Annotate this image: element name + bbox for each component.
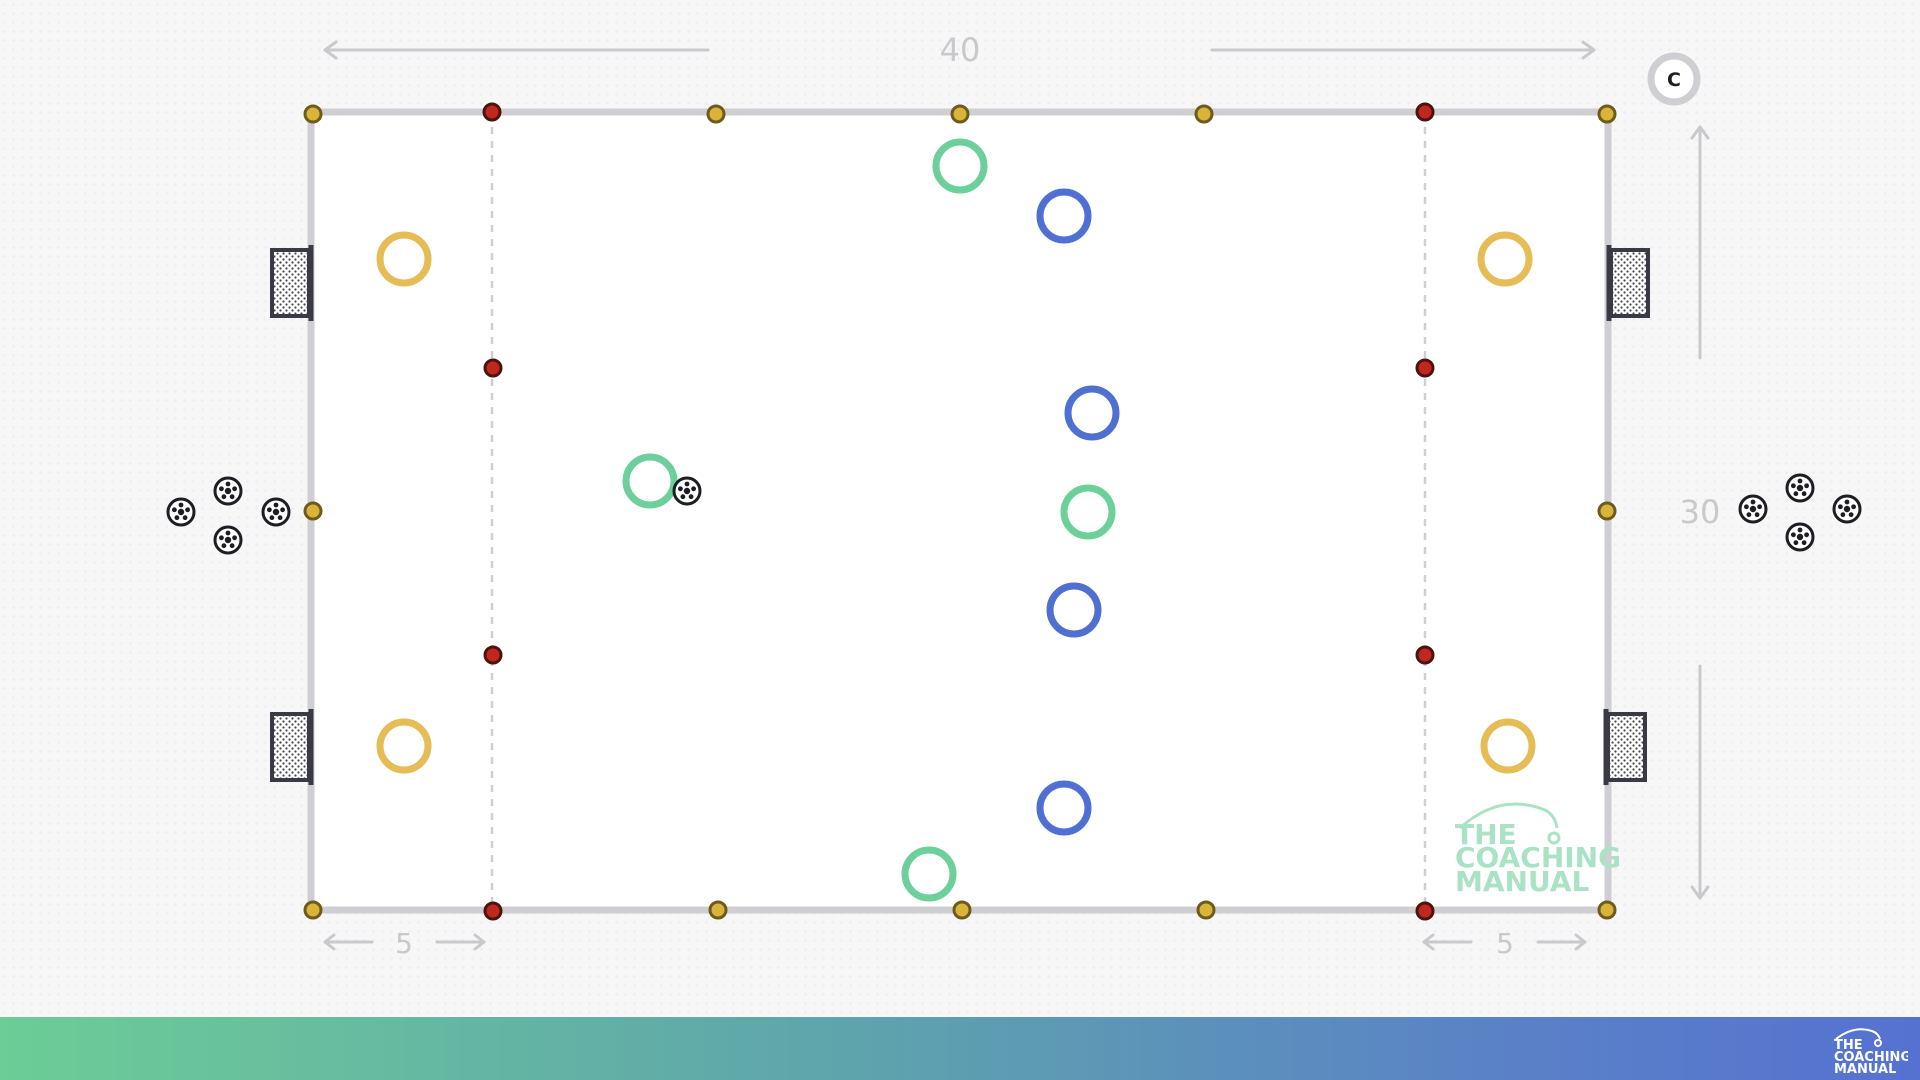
logo-line1: THE: [1834, 1038, 1863, 1053]
left-zone-label: 5: [395, 927, 413, 960]
watermark-line2: COACHING: [1455, 841, 1621, 874]
ball-icon: [672, 476, 702, 506]
cone-icon: [303, 104, 1617, 920]
pitch-area: [312, 112, 1608, 910]
ball-icon: [261, 497, 291, 527]
length-dimension: [323, 40, 1596, 60]
ball-icon: [1785, 522, 1815, 552]
watermark-logo: THE COACHING MANUAL: [1455, 802, 1621, 898]
footer-bar: THE COACHING MANUAL: [0, 1017, 1920, 1080]
watermark-line3: MANUAL: [1455, 865, 1590, 898]
player-icon: [376, 231, 1536, 774]
goal-icon: [1603, 709, 1647, 785]
length-label: 40: [940, 31, 981, 69]
ball-icon: [166, 497, 196, 527]
right-zone-dimension: [1422, 933, 1587, 951]
ball-icon: [1785, 473, 1815, 503]
ball-icon: [1832, 494, 1862, 524]
logo-line2: COACHING: [1834, 1050, 1908, 1065]
ball-icon: [1738, 494, 1768, 524]
coach-label: C: [1667, 69, 1681, 91]
ball-icon: [213, 476, 243, 506]
left-zone-dimension: [323, 933, 486, 951]
player-icon: [622, 138, 1116, 902]
ball-icon: [213, 525, 243, 555]
goal-icon: [270, 709, 314, 785]
width-label: 30: [1680, 493, 1721, 531]
watermark-line1: THE: [1455, 818, 1517, 851]
player-icon: [1036, 188, 1120, 836]
goal-icon: [270, 245, 314, 321]
logo-line3: MANUAL: [1834, 1062, 1896, 1075]
width-dimension: [1690, 125, 1710, 900]
brand-logo: THE COACHING MANUAL: [1834, 1028, 1908, 1075]
cone-icon: [482, 102, 1435, 921]
right-zone-label: 5: [1496, 927, 1514, 960]
coach-icon: C: [1647, 52, 1701, 106]
goal-icon: [1606, 245, 1650, 321]
